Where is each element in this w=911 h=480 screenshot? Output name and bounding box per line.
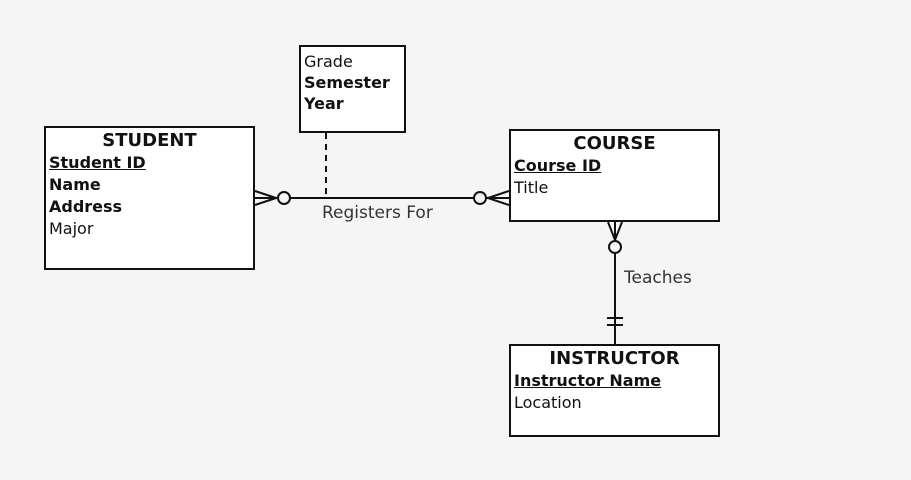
association-attr-semester: Semester bbox=[304, 73, 390, 92]
entity-title: STUDENT bbox=[102, 130, 197, 151]
association-attr-year: Year bbox=[304, 94, 344, 113]
relationship-label-teaches: Teaches bbox=[624, 268, 692, 288]
exactly-one-icon bbox=[607, 317, 623, 326]
primary-key: Course ID bbox=[514, 156, 602, 175]
student-crowsfoot-icon bbox=[254, 190, 291, 206]
course-crowsfoot-icon bbox=[473, 190, 510, 206]
relationship-label-registers-for: Registers For bbox=[322, 203, 433, 223]
primary-key: Instructor Name bbox=[514, 371, 662, 390]
association-attributes-box: Grade Semester Year bbox=[299, 45, 406, 133]
attribute-name: Name bbox=[49, 175, 101, 194]
entity-student: STUDENT Student ID Name Address Major bbox=[44, 126, 255, 270]
association-attr-grade: Grade bbox=[304, 52, 353, 71]
entity-title: COURSE bbox=[573, 133, 656, 154]
attribute-title: Title bbox=[514, 178, 549, 197]
attribute-address: Address bbox=[49, 197, 123, 216]
attribute-location: Location bbox=[514, 393, 582, 412]
attribute-major: Major bbox=[49, 219, 94, 238]
entity-title: INSTRUCTOR bbox=[549, 348, 680, 369]
teaches-crowsfoot-icon bbox=[607, 221, 623, 254]
primary-key: Student ID bbox=[49, 153, 146, 172]
entity-course: COURSE Course ID Title bbox=[509, 129, 720, 222]
entity-instructor: INSTRUCTOR Instructor Name Location bbox=[509, 344, 720, 437]
